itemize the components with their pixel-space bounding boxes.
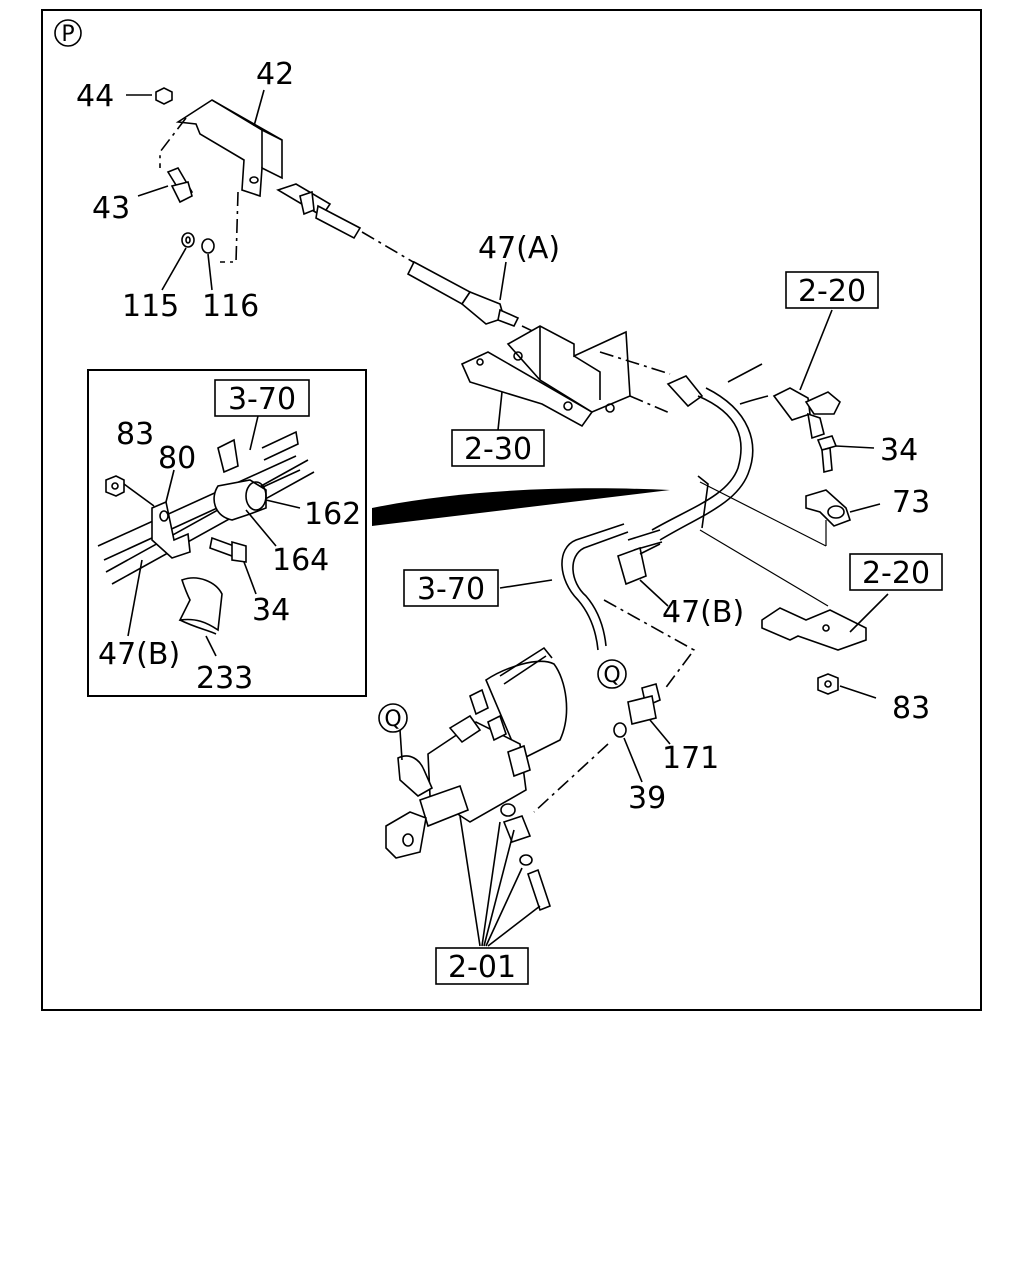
ref-box-3-70: 3-70 (403, 569, 499, 607)
valve-leaders (459, 815, 541, 947)
inset-clamp-80 (151, 469, 191, 559)
inset-label-162: 162 (304, 497, 361, 532)
svg-text:2-01: 2-01 (448, 950, 516, 985)
inset-label-83: 83 (116, 417, 154, 452)
inset-label-34: 34 (252, 593, 290, 628)
ref-box-2-20-top: 2-20 (785, 271, 879, 309)
page-marker: P (54, 19, 82, 47)
bracket-42 (175, 99, 283, 198)
svg-text:Q: Q (384, 707, 401, 732)
svg-text:2-20: 2-20 (862, 556, 930, 591)
part-label-44: 44 (76, 79, 114, 114)
part-label-39: 39 (628, 781, 666, 816)
inset-nut-83 (105, 475, 155, 507)
cable-47a (276, 183, 520, 328)
pipe-47b (617, 375, 769, 607)
bracket-2-30 (460, 325, 631, 431)
bolt-171 (627, 683, 671, 745)
inset-pipes (97, 430, 315, 585)
page-marker-text: P (61, 22, 74, 47)
washer-115 (161, 232, 195, 291)
bolt-43 (137, 167, 194, 204)
inset-label-80: 80 (158, 441, 196, 476)
ref-box-2-01: 2-01 (435, 947, 529, 985)
svg-text:2-30: 2-30 (464, 432, 532, 467)
bracket-2-20 (761, 593, 889, 651)
ref-box-3-70-inset: 3-70 (214, 379, 310, 451)
ref-box-2-30: 2-30 (451, 429, 545, 467)
part-label-171: 171 (662, 741, 719, 776)
part-label-42: 42 (256, 57, 294, 92)
svg-text:3-70: 3-70 (228, 382, 296, 417)
connector-marker-q-upper: Q (597, 659, 627, 689)
diagram-frame (41, 9, 982, 1011)
inset-label-47b: 47(B) (98, 637, 180, 672)
bolt-34 (816, 435, 875, 474)
part-label-43: 43 (92, 191, 130, 226)
inset-bolt-34 (209, 536, 257, 595)
svg-text:Q: Q (603, 663, 620, 688)
inset-label-164: 164 (272, 543, 329, 578)
part-label-73: 73 (892, 485, 930, 520)
part-label-116: 116 (202, 289, 259, 324)
washer-39 (613, 722, 643, 783)
inset-sleeve-164 (245, 509, 277, 547)
svg-text:2-20: 2-20 (798, 274, 866, 309)
inset-band-233 (178, 577, 223, 657)
clip-73 (805, 489, 881, 527)
valve-assembly (385, 646, 568, 859)
nut-44 (126, 87, 173, 105)
nut-83 (817, 673, 877, 699)
svg-text:3-70: 3-70 (417, 572, 485, 607)
part-label-47b: 47(B) (662, 595, 744, 630)
pipe-3-70 (499, 523, 629, 651)
detail-inset-frame (87, 369, 367, 697)
part-label-115: 115 (122, 289, 179, 324)
part-label-34: 34 (880, 433, 918, 468)
connector-marker-q-lower: Q (378, 703, 408, 733)
tee-fitting (772, 309, 841, 440)
washer-116 (201, 238, 215, 291)
inset-clip-162 (213, 438, 301, 521)
valve-fasteners (500, 803, 551, 912)
part-label-83: 83 (892, 691, 930, 726)
inset-label-233: 233 (196, 661, 253, 696)
inset-pointer (372, 488, 670, 526)
ref-box-2-20-right: 2-20 (849, 553, 943, 591)
part-label-47a: 47(A) (478, 231, 560, 266)
